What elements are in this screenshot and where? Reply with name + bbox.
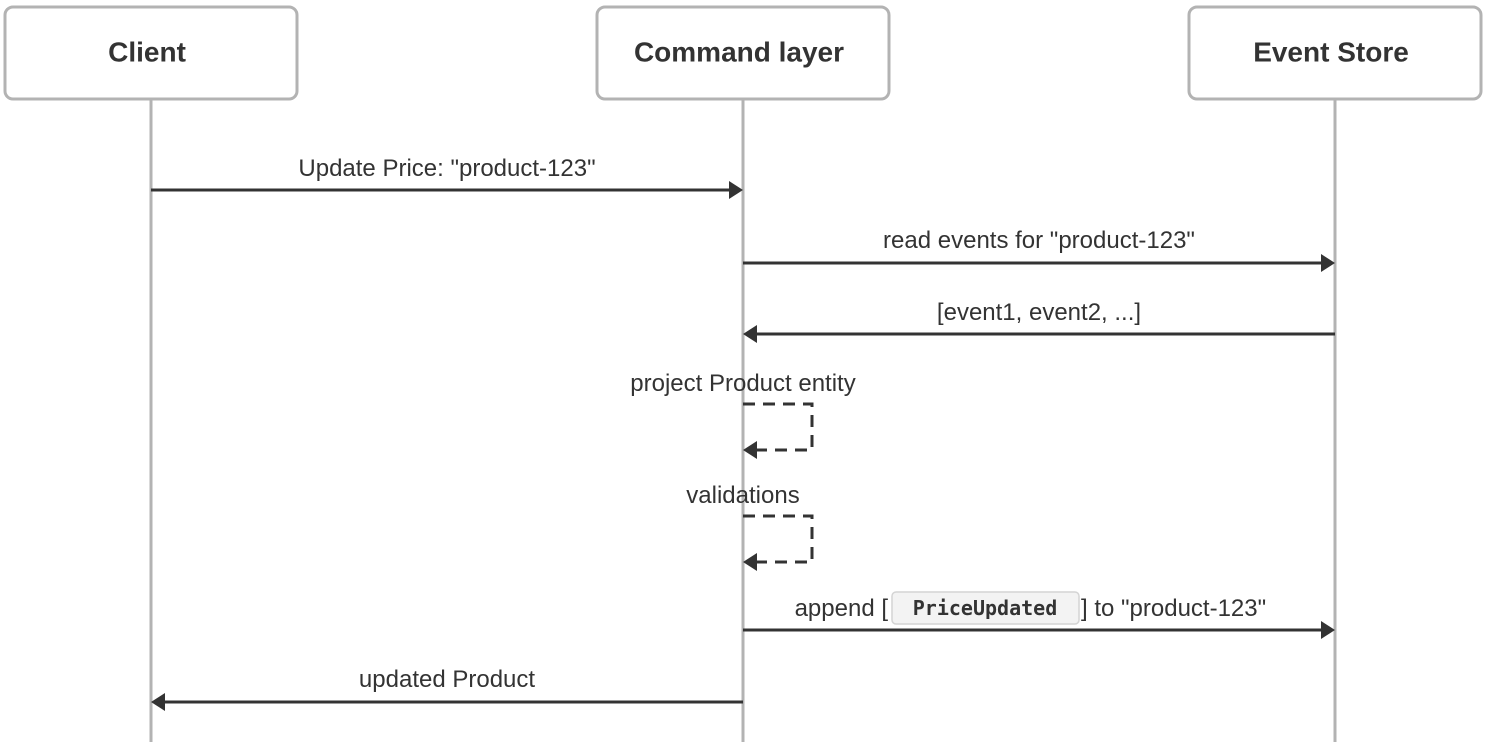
participant-event-store-label: Event Store xyxy=(1253,36,1409,67)
message-validations-label: validations xyxy=(686,482,799,509)
message-project-entity: project Product entity xyxy=(630,370,856,459)
participant-client-label: Client xyxy=(108,36,186,67)
message-append: append [ PriceUpdated ] to "product-123" xyxy=(743,591,1335,639)
participant-command-layer-label: Command layer xyxy=(634,36,844,67)
arrowhead-right-icon xyxy=(1321,621,1335,639)
arrowhead-right-icon xyxy=(729,181,743,199)
message-events-list: [event1, event2, ...] xyxy=(743,299,1335,343)
message-update-price: Update Price: "product-123" xyxy=(151,155,743,199)
arrowhead-left-icon xyxy=(743,441,757,459)
message-append-label-prefix: append [ xyxy=(795,595,889,622)
message-updated-product: updated Product xyxy=(151,666,743,711)
code-chip xyxy=(891,591,1080,625)
message-updated-product-label: updated Product xyxy=(359,666,535,693)
message-validations-loop xyxy=(743,514,814,564)
message-events-list-label: [event1, event2, ...] xyxy=(937,299,1141,326)
message-append-label-code: PriceUpdated xyxy=(913,596,1058,620)
arrowhead-right-icon xyxy=(1321,254,1335,272)
message-validations: validations xyxy=(686,482,814,571)
message-project-entity-label: project Product entity xyxy=(630,370,855,397)
message-update-price-label: Update Price: "product-123" xyxy=(298,155,595,182)
message-project-entity-loop xyxy=(743,402,814,452)
arrowhead-left-icon xyxy=(743,553,757,571)
participant-client: Client xyxy=(3,5,299,101)
arrowhead-left-icon xyxy=(151,693,165,711)
participant-event-store: Event Store xyxy=(1187,5,1483,101)
message-read-events-label: read events for "product-123" xyxy=(883,227,1195,254)
participant-command-layer: Command layer xyxy=(595,5,891,101)
arrowhead-left-icon xyxy=(743,325,757,343)
message-read-events: read events for "product-123" xyxy=(743,227,1335,272)
message-append-label-suffix: ] to "product-123" xyxy=(1081,595,1266,622)
